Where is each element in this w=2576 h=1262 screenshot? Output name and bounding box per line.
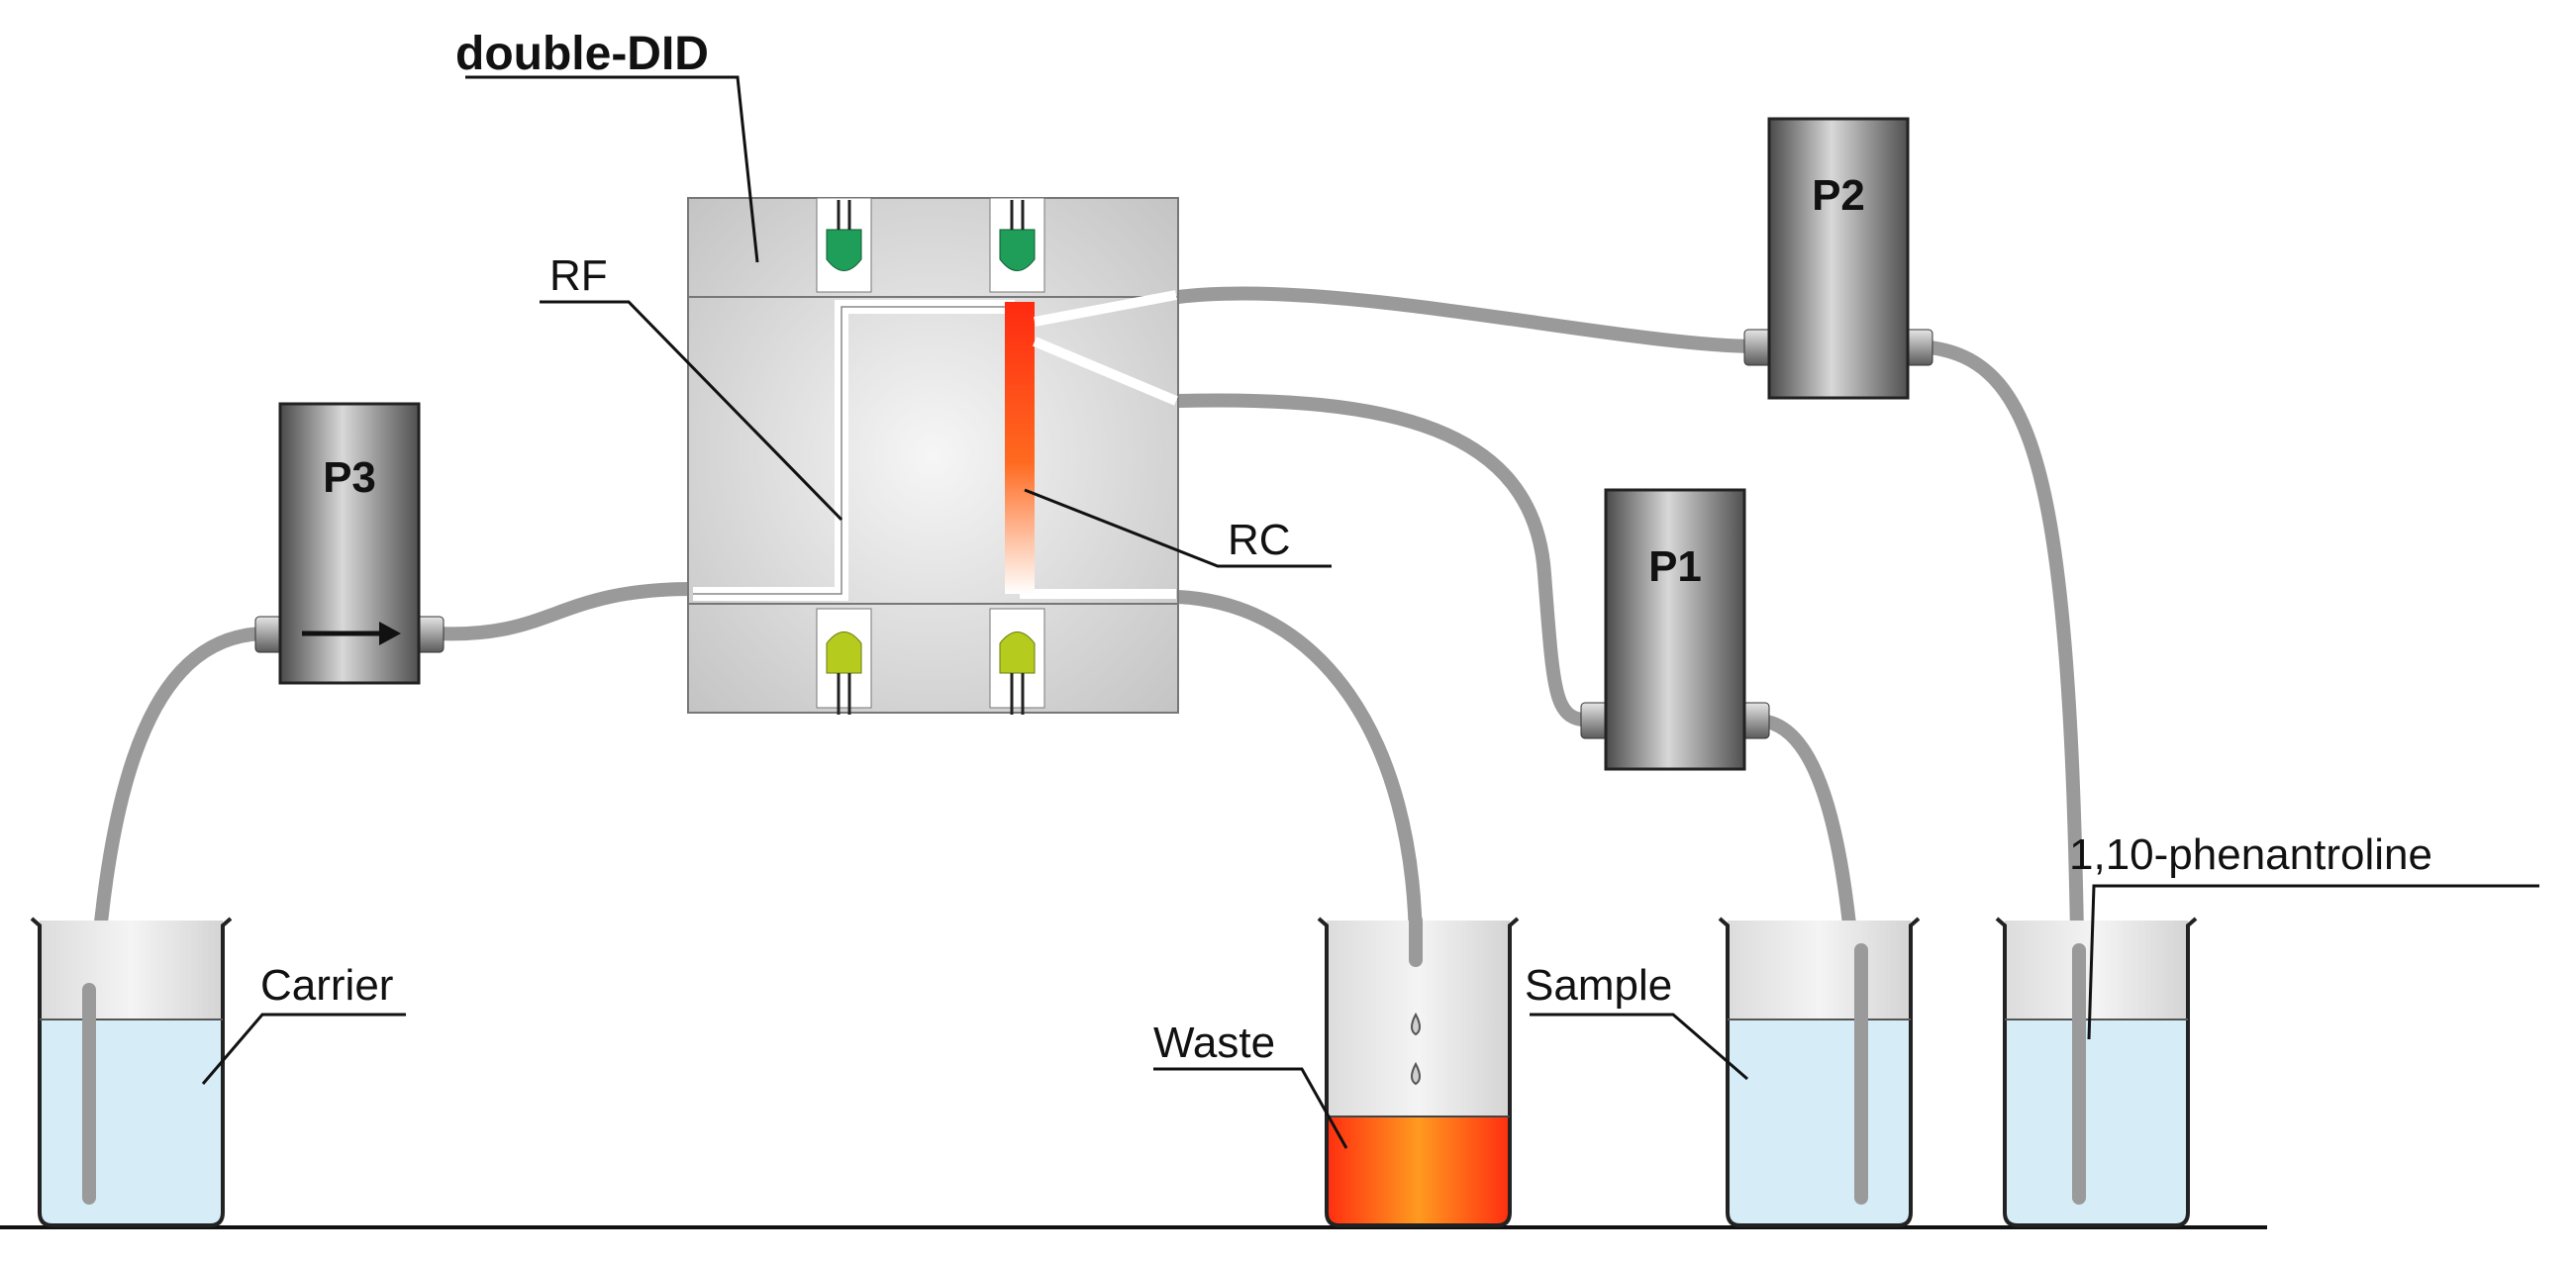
device-title: double-DID xyxy=(455,28,709,80)
beaker-waste xyxy=(1317,917,1520,1227)
inlet-channel-upper xyxy=(1034,290,1177,327)
pump-p2: P2 xyxy=(1743,117,1933,400)
led-top-right xyxy=(989,197,1045,293)
leader-reagent xyxy=(2087,884,2539,1040)
beaker-carrier xyxy=(30,917,233,1227)
pump-p1: P1 xyxy=(1580,488,1770,771)
droplet-icon xyxy=(1411,1061,1421,1086)
pump-p1-label: P1 xyxy=(1648,542,1702,591)
droplet-icon xyxy=(1411,1012,1421,1036)
leader-waste xyxy=(1153,1067,1348,1149)
carrier-label: Carrier xyxy=(260,961,393,1010)
leader-lines xyxy=(201,75,2539,1149)
led-bottom-left xyxy=(816,608,872,715)
leader-carrier xyxy=(201,1013,406,1085)
tube-device-to-p1 xyxy=(1171,393,1601,728)
pump-p3-label: P3 xyxy=(323,453,376,502)
sample-label: Sample xyxy=(1525,961,1672,1010)
beaker-reagent xyxy=(1995,917,2198,1227)
pump-p2-label: P2 xyxy=(1812,171,1865,220)
rf-label: RF xyxy=(549,251,608,300)
reaction-channel xyxy=(1005,302,1035,594)
reagent-label: 1,10-phenantroline xyxy=(2069,830,2432,879)
pump-p3: P3 xyxy=(254,402,445,685)
inlet-channel-lower xyxy=(1033,337,1178,406)
beaker-sample xyxy=(1718,917,1921,1227)
leader-rc xyxy=(1024,488,1332,568)
reference-channel-outline xyxy=(693,306,1015,595)
tube-device-to-p2 xyxy=(1171,286,1764,353)
double-did-device xyxy=(687,197,1179,715)
waste-label: Waste xyxy=(1153,1019,1275,1067)
tube-device-to-waste xyxy=(1171,590,1423,957)
leader-sample xyxy=(1530,1013,1748,1081)
tube-p3-to-device xyxy=(429,582,700,641)
leader-double-did xyxy=(465,75,759,263)
leader-rf xyxy=(540,300,843,522)
device-body xyxy=(687,197,1179,714)
led-bottom-right xyxy=(989,608,1045,715)
rc-label: RC xyxy=(1228,516,1291,564)
led-top-left xyxy=(816,197,872,293)
arrow-head-icon xyxy=(379,622,401,645)
tube-ends xyxy=(82,914,2086,1205)
tubing xyxy=(82,286,2086,1205)
